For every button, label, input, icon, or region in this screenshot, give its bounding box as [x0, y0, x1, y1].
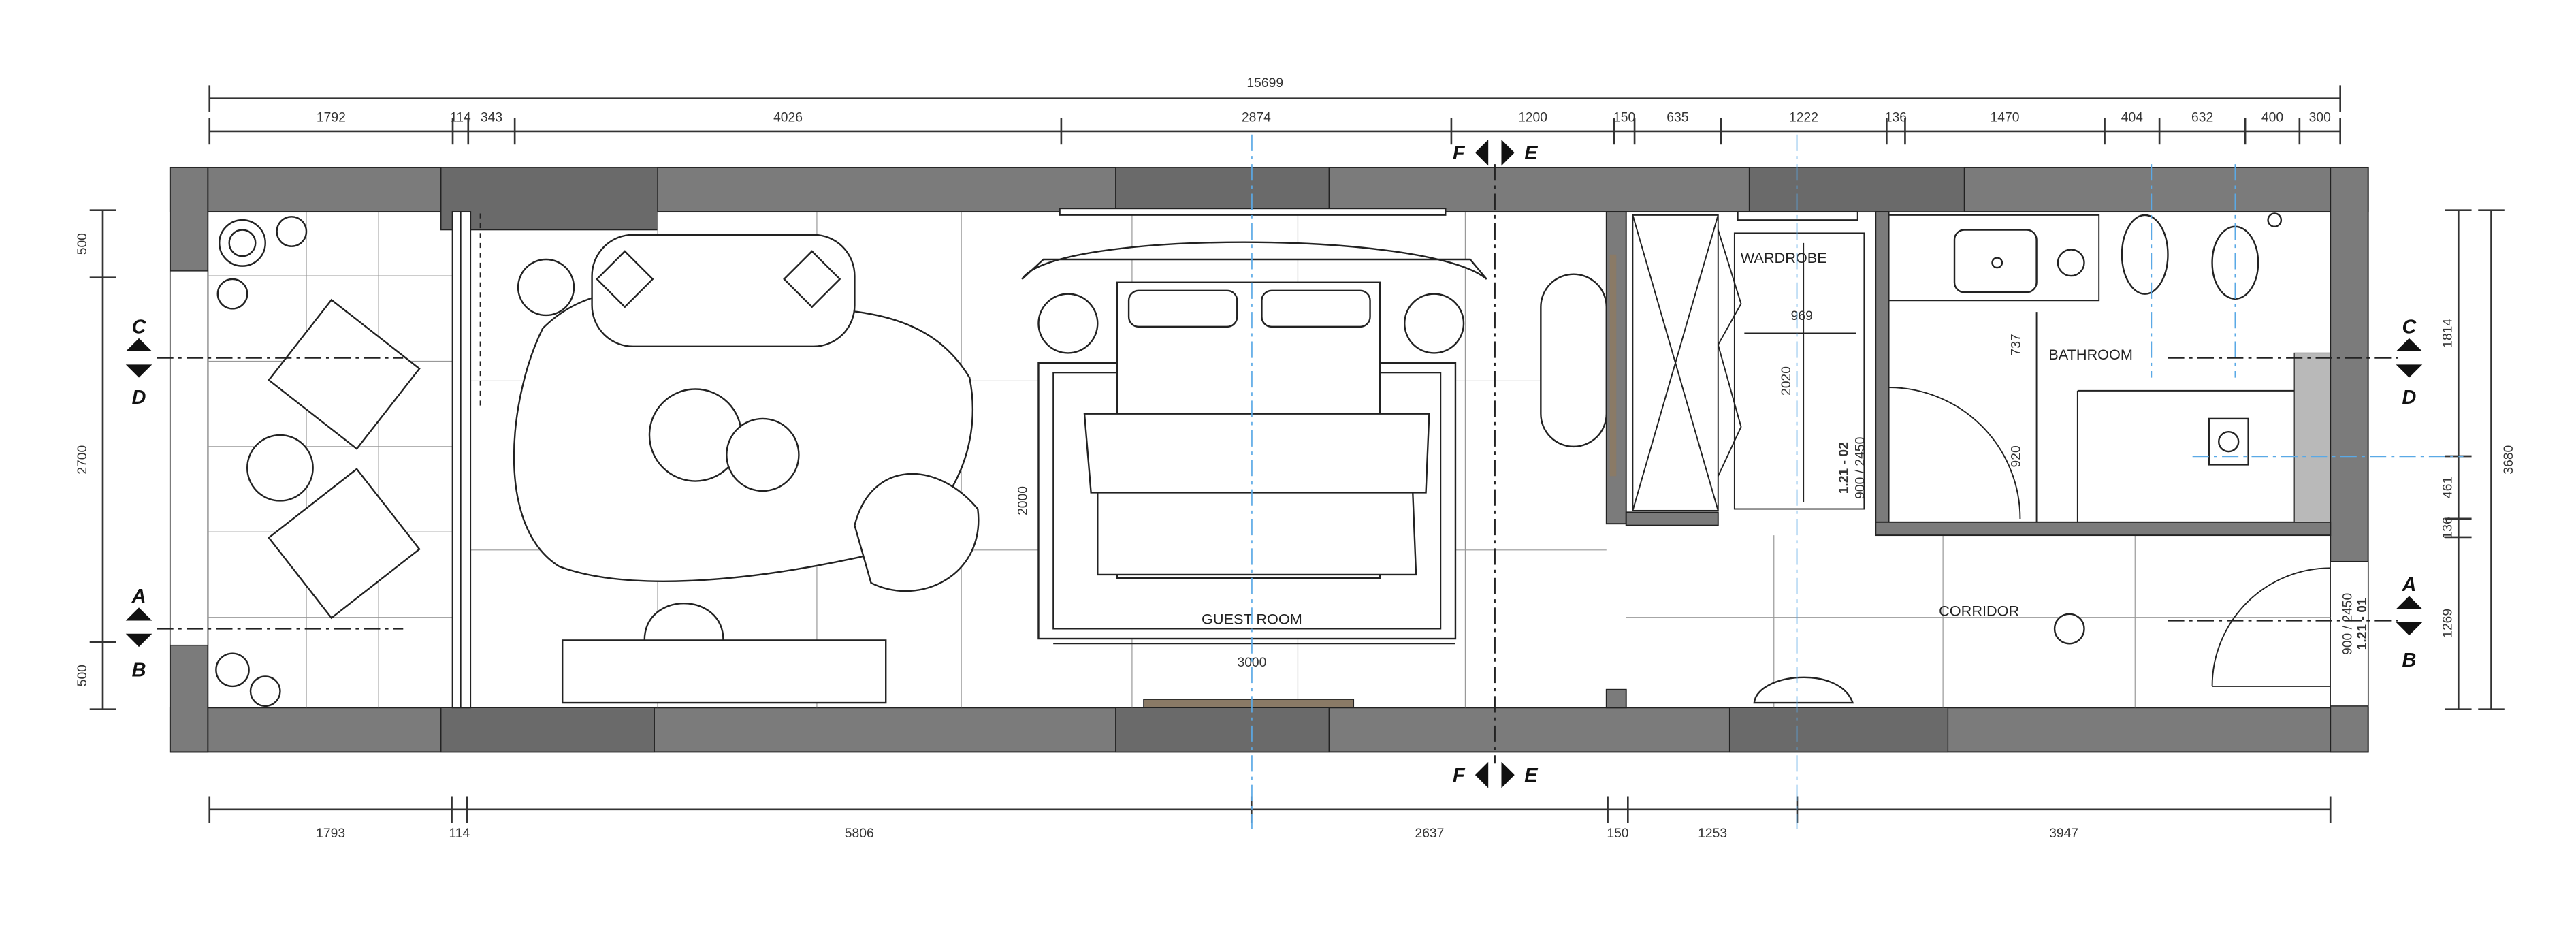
bottom-dim-label: 150 — [1607, 827, 1628, 841]
overall-dim-label: 15699 — [1246, 76, 1283, 91]
top-dim-label: 632 — [2191, 110, 2213, 125]
rug-depth-dim: 2000 — [1016, 486, 1031, 515]
interior-walls — [451, 211, 2332, 709]
svg-text:E: E — [1524, 765, 1539, 786]
wardrobe-door-code: 1.21 - 02 — [1837, 442, 1851, 494]
left-dim-label: 2700 — [76, 445, 90, 475]
right-dim-label: 461 — [2441, 477, 2456, 498]
overall-right-dim-label: 3680 — [2502, 445, 2516, 475]
top-dim-label: 1200 — [1518, 110, 1547, 125]
room-label-wardrobe: WARDROBE — [1741, 249, 1827, 266]
bottom-dim-label: 2637 — [1415, 827, 1444, 841]
svg-text:A: A — [2402, 574, 2417, 596]
bottom-dim-label: 1793 — [316, 827, 345, 841]
section-marker-cd-left: C D — [125, 317, 152, 409]
entry-door-size: 900 / 2450 — [2341, 593, 2355, 655]
entry-door-code: 1.21 - 01 — [2355, 598, 2370, 650]
svg-text:D: D — [132, 387, 146, 409]
rug-width-dim: 3000 — [1237, 656, 1266, 670]
svg-text:C: C — [2402, 317, 2417, 338]
top-dim-label: 2874 — [1242, 110, 1271, 125]
bed-area: GUEST ROOM 3000 2000 — [1016, 208, 1617, 708]
bottom-dim-label: 3947 — [2049, 827, 2078, 841]
top-dim-label: 635 — [1667, 110, 1688, 125]
bottom-dim-label: 1253 — [1698, 827, 1727, 841]
left-dim-label: 500 — [76, 665, 90, 686]
svg-text:B: B — [132, 659, 146, 681]
svg-text:F: F — [1453, 142, 1466, 164]
top-dim-label: 150 — [1613, 110, 1635, 125]
section-marker-ab-right: A B — [2396, 574, 2423, 671]
room-label-bathroom: BATHROOM — [2048, 346, 2133, 363]
section-marker-cd-right: C D — [2396, 317, 2423, 409]
bathroom-area: BATHROOM 737 920 — [1888, 212, 2283, 522]
svg-text:F: F — [1453, 765, 1466, 786]
section-markers: C D A B C D A B F E F E — [125, 139, 2423, 788]
right-dim-label: 136 — [2441, 517, 2456, 539]
section-marker-ab-left: A B — [125, 586, 152, 681]
right-dim-label: 1814 — [2441, 319, 2456, 348]
bottom-dim-label: 114 — [449, 827, 470, 841]
left-dim-label: 500 — [76, 233, 90, 255]
top-dim-label: 404 — [2121, 110, 2143, 125]
top-dim-label: 343 — [481, 110, 502, 125]
svg-text:D: D — [2402, 387, 2417, 409]
bath-737-dim: 737 — [2009, 334, 2023, 355]
top-dim-label: 400 — [2261, 110, 2283, 125]
top-dim-label: 300 — [2309, 110, 2331, 125]
svg-text:C: C — [132, 317, 147, 338]
dimension-lines: 15699 1792 114 343 4026 2874 1200 150 635 1222 136… — [76, 76, 2516, 841]
right-dim-label: 1269 — [2441, 609, 2456, 638]
top-dim-label: 1470 — [1991, 110, 2020, 125]
bottom-dim-label: 5806 — [845, 827, 874, 841]
bath-920-dim: 920 — [2009, 445, 2023, 467]
top-dim-label: 136 — [1885, 110, 1907, 125]
top-dim-label: 1222 — [1789, 110, 1818, 125]
living-furniture — [479, 213, 980, 704]
wardrobe-door-size: 900 / 2450 — [1853, 437, 1867, 499]
wardrobe-length-dim: 2020 — [1780, 366, 1794, 396]
top-dim-label: 114 — [450, 110, 471, 125]
section-marker-fe-top: F E — [1453, 139, 1539, 166]
svg-text:A: A — [131, 586, 146, 607]
corridor-area: CORRIDOR 900 / 2450 1.21 - 01 — [1753, 567, 2370, 704]
wardrobe-area: WARDROBE 969 2020 1.21 - 02 900 / 2450 — [1632, 211, 1867, 511]
balcony-furniture — [215, 216, 421, 707]
top-dim-label: 4026 — [773, 110, 803, 125]
svg-text:E: E — [1524, 142, 1539, 164]
top-dim-label: 1792 — [317, 110, 346, 125]
wardrobe-width-dim: 969 — [1791, 309, 1813, 323]
axis-lines — [1251, 134, 2464, 829]
exterior-walls — [169, 166, 2369, 753]
section-marker-fe-bottom: F E — [1453, 761, 1539, 788]
room-label-corridor: CORRIDOR — [1939, 602, 2019, 619]
svg-text:B: B — [2402, 650, 2417, 671]
